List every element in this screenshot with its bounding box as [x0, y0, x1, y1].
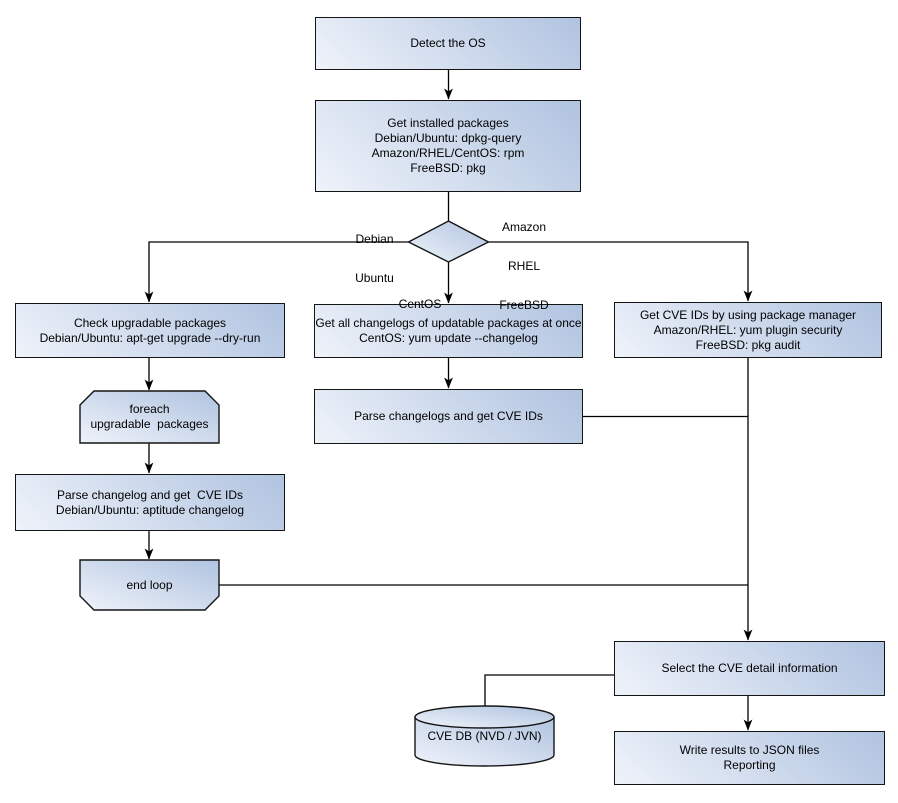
node-text: Check upgradable packages	[73, 315, 227, 330]
node-text: Get CVE IDs by using package manager	[639, 307, 857, 322]
node-text: CVE DB (NVD / JVN)	[427, 728, 542, 743]
node-check-upgradable-packages: Check upgradable packages Debian/Ubuntu:…	[15, 303, 285, 358]
node-parse-changelogs-centos: Parse changelogs and get CVE IDs	[314, 389, 583, 444]
edge-label-amazon-rhel-freebsd: Amazon RHEL FreeBSD	[487, 195, 561, 338]
node-text: upgradable packages	[90, 417, 209, 431]
edge-label-line: Amazon	[501, 220, 547, 234]
edge-label-line: Debian	[355, 232, 394, 246]
node-text: Amazon/RHEL/CentOS: rpm	[371, 146, 525, 160]
node-text: end loop	[126, 577, 173, 592]
decision-diamond-os	[406, 220, 491, 263]
edge-decision-right-amazon	[488, 241, 753, 302]
edge-decision-left-debian	[144, 241, 409, 303]
node-text: FreeBSD: pkg audit	[695, 337, 801, 352]
node-text: Select the CVE detail information	[661, 661, 838, 675]
node-text: CentOS: yum update --changelog	[359, 331, 538, 345]
cve-db-cylinder-top	[414, 705, 555, 729]
node-end-loop: end loop	[80, 560, 219, 610]
edge-label-centos: CentOS	[389, 272, 451, 337]
node-text: foreach	[129, 402, 170, 416]
node-cve-db: CVE DB (NVD / JVN)	[415, 712, 554, 760]
node-text: Debian/Ubuntu: apt-get upgrade --dry-run	[39, 330, 261, 345]
node-get-all-changelogs: Get all changelogs of updatable packages…	[314, 304, 583, 358]
edge-select-to-cvedb	[484, 674, 614, 706]
node-text: Get all changelogs of updatable packages…	[315, 316, 582, 330]
node-text: Detect the OS	[410, 36, 486, 50]
edge-label-debian-ubuntu: Debian Ubuntu	[339, 207, 410, 311]
end-loop-shape	[79, 559, 220, 611]
node-text: Get installed packages	[387, 116, 509, 130]
edge-label-line: FreeBSD	[499, 298, 549, 312]
node-parse-changelog-debian: Parse changelog and get CVE IDs Debian/U…	[15, 474, 285, 531]
foreach-loop-shape	[79, 390, 220, 444]
node-write-results: Write results to JSON files Reporting	[614, 731, 885, 785]
edge-label-line: RHEL	[507, 259, 540, 273]
node-text: Debian/Ubuntu: aptitude changelog	[55, 502, 245, 517]
node-text: Debian/Ubuntu: dpkg-query	[374, 131, 522, 145]
node-get-cve-ids-pkg-manager: Get CVE IDs by using package manager Ama…	[614, 302, 882, 358]
node-select-cve-detail: Select the CVE detail information	[614, 641, 885, 696]
node-text: Write results to JSON files	[679, 743, 820, 757]
node-foreach-loop: foreach upgradable packages	[80, 391, 219, 443]
node-text: Parse changelogs and get CVE IDs	[354, 409, 543, 423]
node-text: FreeBSD: pkg	[410, 161, 486, 175]
node-text: Reporting	[723, 758, 776, 772]
node-text: Amazon/RHEL: yum plugin security	[653, 322, 843, 337]
cve-db-cylinder-body	[414, 716, 555, 767]
edge-label-line: CentOS	[398, 297, 442, 311]
node-text: Parse changelog and get CVE IDs	[56, 487, 244, 502]
node-detect-os: Detect the OS	[315, 17, 581, 70]
node-get-installed-packages: Get installed packages Debian/Ubuntu: dp…	[315, 100, 581, 192]
edge-label-line: Ubuntu	[355, 271, 394, 285]
